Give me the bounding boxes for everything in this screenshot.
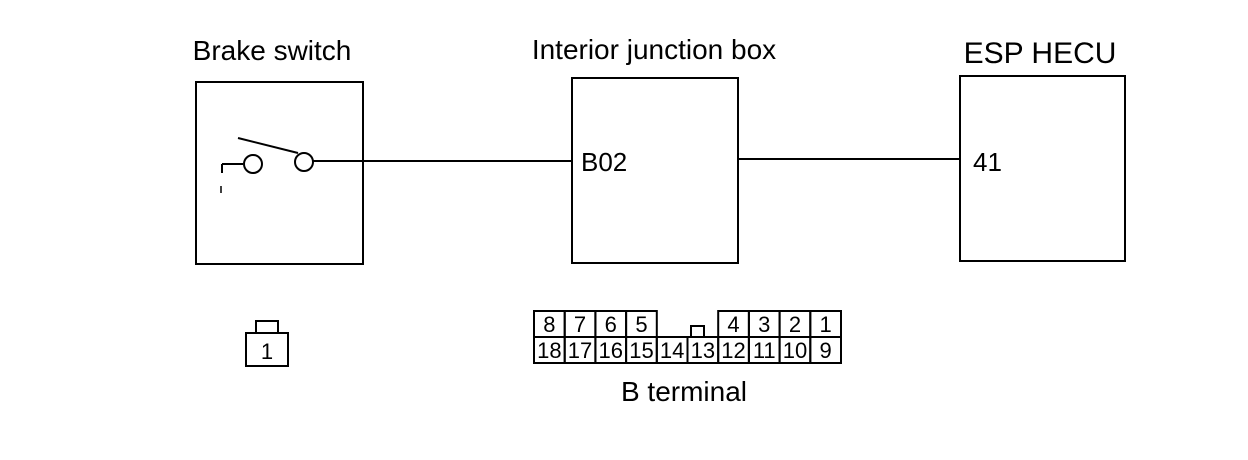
esp-hecu-title: ESP HECU — [964, 37, 1117, 70]
pin-number: 14 — [660, 338, 684, 363]
brake-switch-box — [195, 81, 364, 265]
pin-number: 11 — [753, 338, 776, 363]
esp-hecu-box — [959, 75, 1126, 262]
pin-number: 9 — [820, 338, 832, 363]
pin-number: 2 — [789, 312, 801, 337]
brake-switch-connector: 1 — [245, 320, 289, 367]
connector-lock-tab — [690, 325, 705, 338]
junction-box-title: Interior junction box — [532, 34, 776, 65]
b-terminal-caption: B terminal — [621, 376, 747, 407]
switch-symbol — [220, 137, 314, 193]
pin-number: 12 — [721, 338, 745, 363]
pin-number: 6 — [605, 312, 617, 337]
junction-box-box — [571, 77, 739, 264]
connector-pin-label: 1 — [261, 339, 273, 364]
pin-number: 13 — [691, 338, 715, 363]
pin-number: 15 — [629, 338, 653, 363]
pin-number: 17 — [568, 338, 592, 363]
pin-number: 10 — [783, 338, 807, 363]
junction-pin-label: B02 — [581, 147, 627, 177]
connector-cavity — [809, 336, 842, 364]
pin-number: 3 — [758, 312, 770, 337]
pin-number: 8 — [543, 312, 555, 337]
pin-number: 16 — [599, 338, 623, 363]
brake-switch-title: Brake switch — [193, 35, 352, 66]
pin-number: 5 — [635, 312, 647, 337]
pin-number: 4 — [727, 312, 739, 337]
pin-number: 7 — [574, 312, 586, 337]
pin-number: 1 — [820, 312, 832, 337]
pin-number: 18 — [537, 338, 561, 363]
hecu-pin-label: 41 — [973, 147, 1002, 177]
